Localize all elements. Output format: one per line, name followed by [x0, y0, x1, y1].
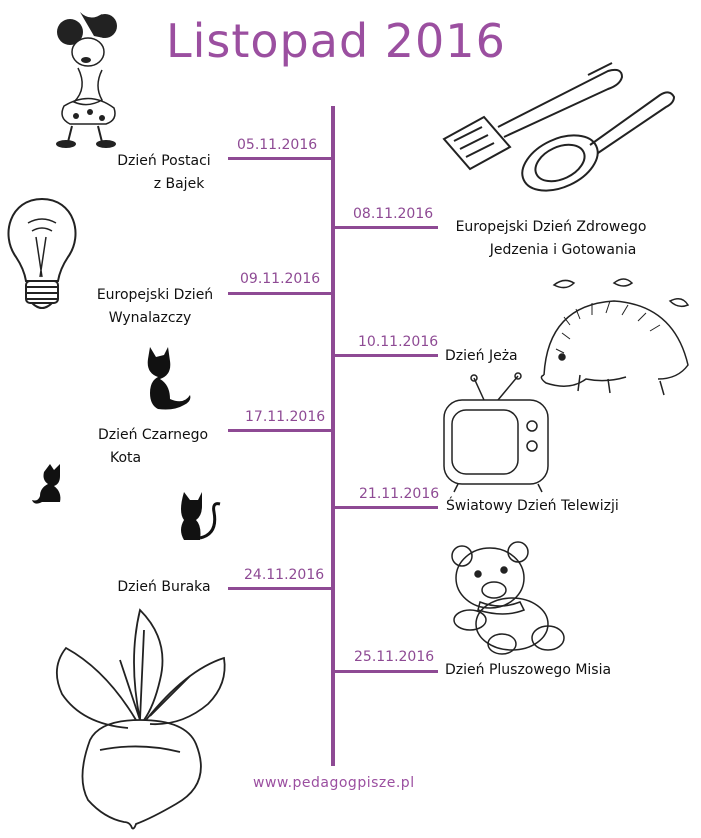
event-label-line: Dzień Pluszowego Misia [445, 662, 612, 678]
event-date: 24.11.2016 [244, 567, 325, 583]
event-date: 08.11.2016 [353, 206, 434, 222]
branch-right-1 [334, 226, 438, 229]
mouse-character-icon [56, 12, 117, 148]
retro-tv-icon [443, 372, 549, 493]
branch-left-1 [228, 157, 332, 160]
spatula-whisk-icon [442, 62, 676, 192]
event-label: Europejski Dzień Zdrowego Jedzenia i Got… [440, 216, 662, 262]
event-label: Światowy Dzień Telewizji [446, 495, 619, 518]
event-label: Dzień Postaci z Bajek [104, 150, 224, 196]
branch-left-2 [228, 292, 332, 295]
event-label: Dzień Jeża [445, 345, 518, 368]
event-date: 09.11.2016 [240, 271, 321, 287]
black-cat-icon [147, 347, 191, 410]
event-label-line: Dzień Jeża [445, 348, 518, 364]
event-date: 17.11.2016 [245, 409, 326, 425]
beetroot-icon [56, 608, 226, 830]
event-label: Europejski Dzień Wynalazczy [80, 284, 230, 330]
event-label-line: Dzień Buraka [117, 579, 211, 595]
branch-right-3 [334, 506, 438, 509]
hedgehog-icon [540, 278, 690, 396]
branch-left-3 [228, 429, 332, 432]
branch-right-2 [334, 354, 438, 357]
event-label-line: Europejski Dzień [96, 287, 214, 303]
event-label-line: z Bajek [153, 176, 205, 192]
event-date: 25.11.2016 [354, 649, 435, 665]
event-label-line: Dzień Czarnego [97, 427, 209, 443]
branch-left-4 [228, 587, 332, 590]
event-label: Dzień Pluszowego Misia [445, 659, 611, 682]
black-cat-icon [32, 464, 61, 504]
lightbulb-icon [7, 197, 77, 309]
event-date: 05.11.2016 [237, 137, 318, 153]
event-label-line: Wynalazczy [108, 310, 192, 326]
black-cat-icon [181, 492, 221, 540]
event-label-line: Dzień Postaci [117, 153, 211, 169]
event-label-line: Jedzenia i Gotowania [489, 242, 637, 258]
page-title: Listopad 2016 [166, 14, 506, 68]
event-date: 10.11.2016 [358, 334, 439, 350]
event-label-line: Europejski Dzień Zdrowego [455, 219, 647, 235]
branch-right-4 [334, 670, 438, 673]
event-label: Dzień Czarnego Kota [86, 424, 220, 470]
event-date: 21.11.2016 [359, 486, 440, 502]
website-link[interactable]: www.pedagogpisze.pl [253, 775, 415, 791]
event-label: Dzień Buraka [104, 576, 224, 599]
event-label-line: Kota [110, 450, 142, 466]
event-label-line: Światowy Dzień Telewizji [446, 498, 619, 514]
timeline-spine [331, 106, 335, 766]
teddy-bear-icon [451, 541, 565, 655]
